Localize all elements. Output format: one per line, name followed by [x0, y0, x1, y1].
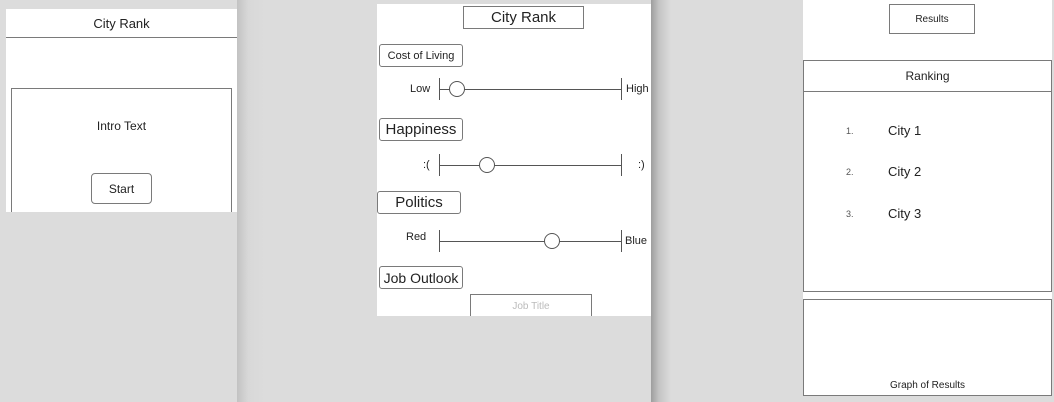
app-title-bar: City Rank — [6, 9, 237, 38]
happiness-high-label: :) — [638, 159, 645, 171]
rank-number: 3. — [846, 209, 854, 219]
slider-track — [439, 89, 622, 90]
ranking-panel: Ranking 1. City 1 2. City 2 3. City 3 — [803, 60, 1052, 292]
slider-thumb[interactable] — [478, 157, 495, 173]
cost-of-living-button[interactable]: Cost of Living — [379, 44, 463, 67]
results-graph-panel: Graph of Results — [803, 299, 1052, 396]
slider-thumb[interactable] — [449, 81, 466, 97]
rank-number: 1. — [846, 126, 854, 136]
happiness-low-label: :( — [423, 159, 430, 171]
politics-high-label: Blue — [625, 235, 648, 247]
city-name: City 1 — [888, 123, 922, 138]
start-button[interactable]: Start — [91, 173, 152, 204]
list-item[interactable]: 1. City 1 — [804, 123, 1051, 143]
cost-of-living-slider[interactable] — [439, 78, 623, 100]
graph-label: Graph of Results — [889, 380, 966, 391]
intro-panel: Intro Text Start — [11, 88, 232, 212]
happiness-button[interactable]: Happiness — [379, 118, 463, 141]
politics-button[interactable]: Politics — [377, 191, 461, 214]
list-item[interactable]: 3. City 3 — [804, 206, 1051, 226]
slider-track — [439, 165, 622, 166]
preferences-screen: City Rank Cost of Living Low High Happin… — [377, 4, 651, 316]
slider-track — [439, 241, 622, 242]
results-screen: Results Ranking 1. City 1 2. City 2 3. C… — [803, 0, 1052, 396]
screen-shadow — [237, 0, 265, 402]
cost-high-label: High — [626, 83, 649, 95]
ranking-title: Ranking — [804, 61, 1051, 92]
cost-low-label: Low — [410, 83, 431, 95]
list-item[interactable]: 2. City 2 — [804, 164, 1051, 184]
slider-thumb[interactable] — [544, 233, 561, 249]
preferences-title: City Rank — [463, 6, 584, 29]
screen-shadow — [651, 0, 671, 402]
politics-slider[interactable] — [439, 230, 623, 252]
politics-low-label: Red — [406, 231, 427, 243]
results-button[interactable]: Results — [889, 4, 975, 34]
city-name: City 3 — [888, 206, 922, 221]
city-name: City 2 — [888, 164, 922, 179]
intro-text: Intro Text — [96, 119, 147, 133]
intro-screen: City Rank Intro Text Start — [6, 9, 237, 212]
rank-number: 2. — [846, 167, 854, 177]
job-title-input[interactable] — [470, 294, 592, 316]
happiness-slider[interactable] — [439, 154, 623, 176]
app-title: City Rank — [93, 15, 150, 31]
job-outlook-button[interactable]: Job Outlook — [379, 266, 463, 289]
